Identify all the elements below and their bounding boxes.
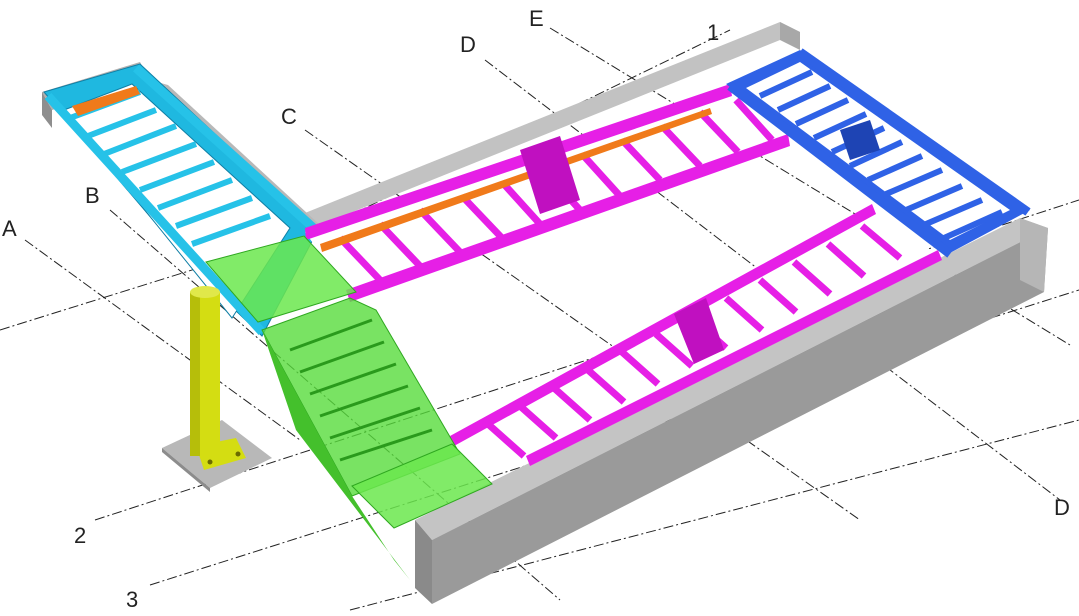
- grid-label-2-left: 2: [74, 523, 86, 548]
- grid-label-c: C: [281, 104, 297, 129]
- grid-label-d-top: D: [460, 32, 476, 57]
- front-wall-end[interactable]: [415, 520, 432, 604]
- grid-label-e: E: [529, 6, 544, 31]
- grid-label-a: A: [2, 216, 17, 241]
- front-wall-top[interactable]: [415, 218, 1048, 540]
- magenta-stringer-front[interactable]: [450, 204, 942, 466]
- grid-label-b: B: [85, 183, 100, 208]
- lower-green-landing[interactable]: [351, 443, 493, 529]
- blue-platform[interactable]: [726, 48, 1031, 258]
- front-wall-face[interactable]: [432, 228, 1048, 604]
- left-back-block-face[interactable]: [42, 92, 52, 128]
- green-stair[interactable]: [205, 235, 493, 580]
- orange-rail-back[interactable]: [320, 108, 712, 252]
- yellow-column[interactable]: [162, 286, 272, 492]
- back-wall-side[interactable]: [780, 22, 800, 50]
- orange-rail-left[interactable]: [72, 86, 140, 116]
- grid-label-3-left: 3: [126, 587, 138, 612]
- magenta-stringer-back[interactable]: [305, 84, 790, 302]
- grid-label-d-right: D: [1054, 495, 1070, 520]
- right-wall-end[interactable]: [1020, 218, 1048, 292]
- back-wall-top[interactable]: [300, 22, 800, 225]
- grid-label-1: 1: [707, 20, 719, 45]
- upper-green-landing[interactable]: [205, 235, 357, 323]
